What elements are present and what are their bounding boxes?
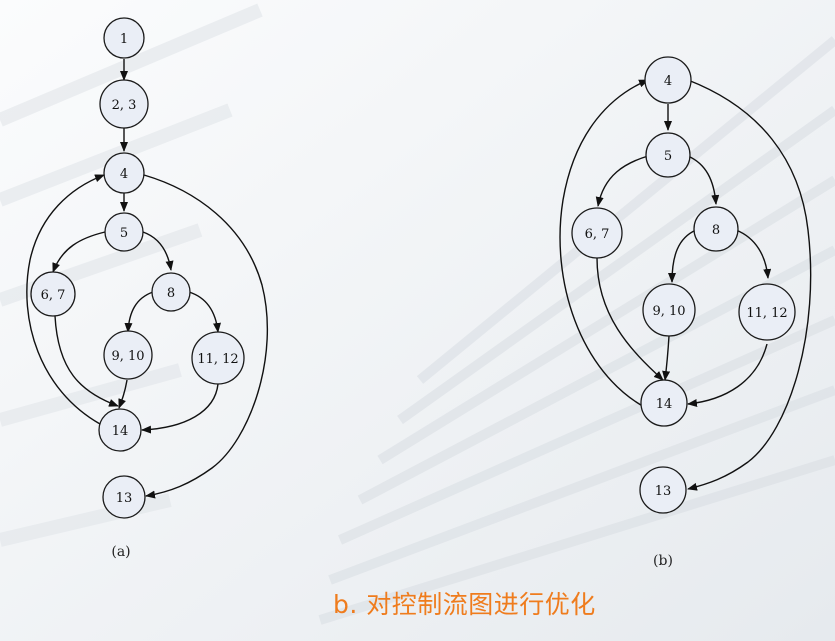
node-a-11-12: 11, 12 xyxy=(191,331,245,385)
caption-a: (a) xyxy=(111,544,130,560)
svg-text:14: 14 xyxy=(656,397,673,412)
node-a-2-3: 2, 3 xyxy=(99,79,149,129)
node-b-11-12: 11, 12 xyxy=(738,283,796,341)
svg-text:4: 4 xyxy=(120,167,128,182)
node-a-6-7: 6, 7 xyxy=(30,271,76,317)
svg-text:11, 12: 11, 12 xyxy=(746,306,787,321)
edge-b-910-14 xyxy=(662,335,671,381)
edge-a-14-4-loop xyxy=(26,174,105,425)
caption-b: (b) xyxy=(653,553,673,569)
node-a-4: 4 xyxy=(103,152,145,194)
slide-caption: b. 对控制流图进行优化 xyxy=(333,590,596,619)
edge-b-8-910 xyxy=(668,229,697,283)
svg-text:13: 13 xyxy=(116,491,133,506)
edge-b-5-67 xyxy=(595,155,649,207)
node-b-6-7: 6, 7 xyxy=(571,207,623,259)
svg-text:6, 7: 6, 7 xyxy=(41,288,66,303)
edge-b-4-13 xyxy=(687,79,812,491)
edge-a-5-8 xyxy=(142,231,174,271)
svg-text:13: 13 xyxy=(655,484,672,499)
edge-a-5-67 xyxy=(52,231,106,273)
graph-b: 4 5 6, 7 8 9, 10 11, 12 14 13 xyxy=(559,56,812,569)
edge-a-910-14 xyxy=(118,379,128,409)
node-a-13: 13 xyxy=(102,475,146,519)
node-b-8: 8 xyxy=(693,206,739,252)
edge-b-67-14 xyxy=(596,257,664,381)
node-b-14: 14 xyxy=(640,379,688,427)
graph-a: 1 2, 3 4 5 6, 7 8 9, 10 11, 12 xyxy=(26,17,269,560)
svg-text:5: 5 xyxy=(664,149,672,164)
edge-a-8-910 xyxy=(124,291,154,333)
svg-text:11, 12: 11, 12 xyxy=(197,352,238,367)
node-b-13: 13 xyxy=(639,466,687,514)
svg-text:9, 10: 9, 10 xyxy=(111,349,144,364)
edge-a-1112-14 xyxy=(141,383,219,434)
node-b-9-10: 9, 10 xyxy=(642,283,696,337)
edge-b-5-8 xyxy=(687,155,720,205)
svg-text:8: 8 xyxy=(712,223,720,238)
node-a-8: 8 xyxy=(151,272,191,312)
node-b-4: 4 xyxy=(644,56,692,104)
node-a-1: 1 xyxy=(103,17,145,59)
edge-b-1112-14 xyxy=(687,343,768,408)
edge-b-14-4-loop xyxy=(559,79,649,409)
svg-text:2, 3: 2, 3 xyxy=(112,98,137,113)
svg-text:1: 1 xyxy=(120,32,128,47)
edge-b-8-1112 xyxy=(735,229,772,279)
svg-text:14: 14 xyxy=(112,424,129,439)
edge-a-8-1112 xyxy=(188,291,221,333)
svg-text:5: 5 xyxy=(120,226,128,241)
node-a-14: 14 xyxy=(98,408,142,452)
node-b-5: 5 xyxy=(645,132,691,178)
node-a-9-10: 9, 10 xyxy=(103,330,153,380)
svg-text:9, 10: 9, 10 xyxy=(652,304,685,319)
node-a-5: 5 xyxy=(104,212,144,252)
svg-text:6, 7: 6, 7 xyxy=(585,227,610,242)
edge-a-4-13 xyxy=(143,174,269,499)
svg-text:4: 4 xyxy=(664,74,672,89)
svg-text:8: 8 xyxy=(167,286,175,301)
edge-a-67-14 xyxy=(54,315,119,407)
